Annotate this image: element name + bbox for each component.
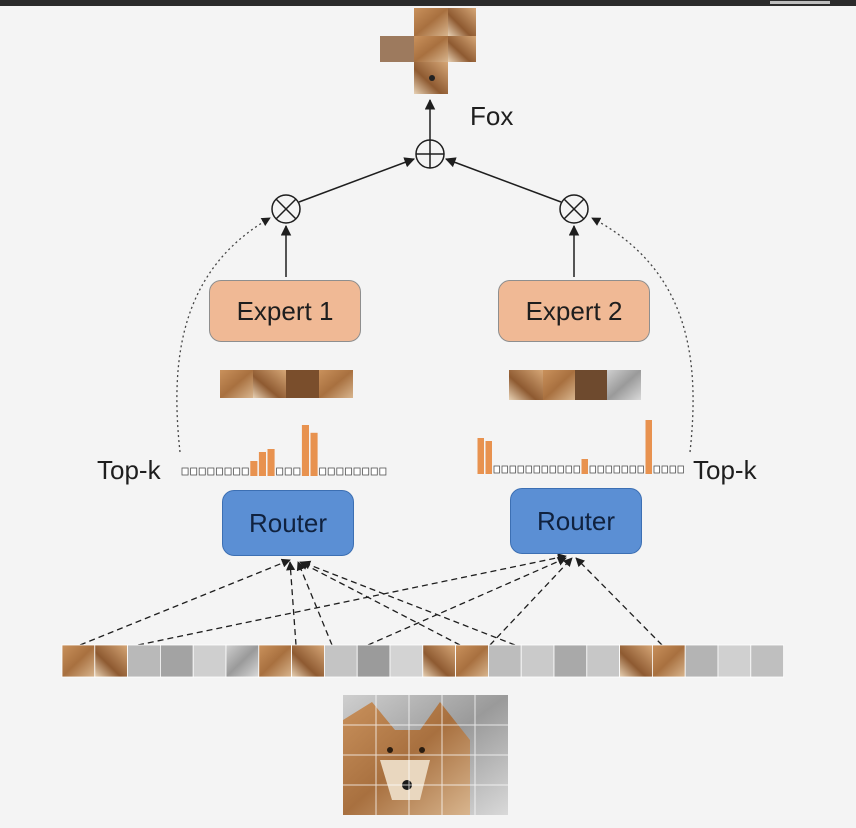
router-1-score-empty-slot (379, 467, 387, 476)
patch-tile (389, 644, 424, 678)
expert-1-tokens (220, 370, 353, 398)
patch-tile (323, 644, 358, 678)
router-2-scores (477, 420, 684, 474)
patch-tile (684, 644, 719, 678)
patch-tile (94, 644, 129, 678)
router-1-score-empty-slot (233, 467, 241, 476)
router-1-score-bar (267, 449, 275, 476)
topk-label-2: Top-k (693, 455, 757, 485)
router-2-score-empty-slot (533, 465, 540, 474)
patch-tile (717, 644, 752, 678)
multiply-node-1 (271, 157, 415, 277)
patch-tile (455, 644, 489, 678)
expert-2-tokens (509, 370, 641, 400)
router-2-score-empty-slot (549, 465, 556, 474)
router-1-score-empty-slot (336, 467, 344, 476)
patch-tile (652, 644, 686, 678)
router-2-score-bar (645, 420, 652, 474)
router-1-score-empty-slot (224, 467, 232, 476)
router-1-score-empty-slot (198, 467, 206, 476)
window-top-bar (0, 0, 856, 6)
router-2-score-bar (581, 459, 588, 474)
router-2-score-empty-slot (621, 465, 628, 474)
router-1-score-empty-slot (344, 467, 352, 476)
topk-label-1: Top-k (97, 455, 161, 485)
expert-1-box: Expert 1 (209, 280, 361, 342)
patch-tile (291, 644, 325, 678)
router-2-score-empty-slot (669, 465, 676, 474)
router-2-score-empty-slot (501, 465, 508, 474)
router-2-score-empty-slot (653, 465, 660, 474)
router-2-box: Router (510, 488, 642, 554)
expert-1-label: Expert 1 (236, 295, 334, 326)
gate-line-2 (591, 217, 694, 453)
patch-tile (159, 644, 194, 678)
patch-tile (619, 644, 653, 678)
router-1-score-empty-slot (190, 467, 198, 476)
router-1-score-bar (301, 425, 309, 476)
router-1-score-bar (258, 452, 266, 476)
router-2-score-bar (485, 441, 492, 474)
router-1-score-empty-slot (276, 467, 284, 476)
patch-tile (422, 644, 456, 678)
patch-tile (750, 644, 784, 678)
router-1-score-empty-slot (241, 467, 249, 476)
output-patches (380, 8, 476, 94)
router-1-score-empty-slot (353, 467, 361, 476)
patch-tile (553, 644, 588, 678)
input-fox-image (343, 695, 508, 815)
router-2-score-empty-slot (509, 465, 516, 474)
router-1-score-empty-slot (207, 467, 215, 476)
router-2-score-empty-slot (573, 465, 580, 474)
router-2-score-empty-slot (637, 465, 644, 474)
router-2-score-empty-slot (613, 465, 620, 474)
router-2-score-empty-slot (565, 465, 572, 474)
window-bar-dash (770, 1, 830, 4)
router-1-score-empty-slot (181, 467, 189, 476)
patch-tile (225, 644, 260, 678)
router-2-score-empty-slot (517, 465, 524, 474)
router-2-label: Router (536, 505, 616, 536)
router-1-score-empty-slot (293, 467, 301, 476)
router-1-score-bar (310, 432, 318, 476)
router-2-score-empty-slot (589, 465, 596, 474)
router-1-score-empty-slot (362, 467, 370, 476)
multiply-node-2 (445, 157, 589, 277)
router-1-score-empty-slot (370, 467, 378, 476)
router-2-score-empty-slot (557, 465, 564, 474)
router-2-score-empty-slot (661, 465, 668, 474)
patch-tile (61, 644, 96, 678)
patch-tile (356, 644, 391, 678)
gate-line-1 (176, 217, 271, 453)
router-2-score-empty-slot (525, 465, 532, 474)
router-1-scores (181, 425, 387, 476)
router-2-score-bar (477, 438, 484, 474)
router-2-score-empty-slot (629, 465, 636, 474)
patch-tile (192, 644, 227, 678)
router-1-label: Router (248, 507, 328, 538)
patch-tile (586, 644, 620, 678)
patch-tile (520, 644, 555, 678)
patch-sequence (61, 644, 784, 678)
patch-tile (258, 644, 292, 678)
patch-tile (487, 644, 522, 678)
router-2-score-empty-slot (605, 465, 612, 474)
router-1-score-empty-slot (319, 467, 327, 476)
router-2-score-empty-slot (677, 465, 684, 474)
router-1-score-bar (250, 461, 258, 476)
router-2-score-empty-slot (541, 465, 548, 474)
router-1-score-empty-slot (327, 467, 335, 476)
router-input-lines (79, 553, 663, 646)
router-1-box: Router (222, 490, 354, 556)
sum-node (415, 98, 445, 169)
router-2-score-empty-slot (493, 465, 500, 474)
patch-tile (127, 644, 161, 678)
router-2-score-empty-slot (597, 465, 604, 474)
output-label: Fox (470, 101, 514, 131)
router-1-score-empty-slot (284, 467, 292, 476)
expert-2-label: Expert 2 (525, 295, 623, 326)
router-1-score-empty-slot (215, 467, 223, 476)
expert-2-box: Expert 2 (498, 280, 650, 342)
